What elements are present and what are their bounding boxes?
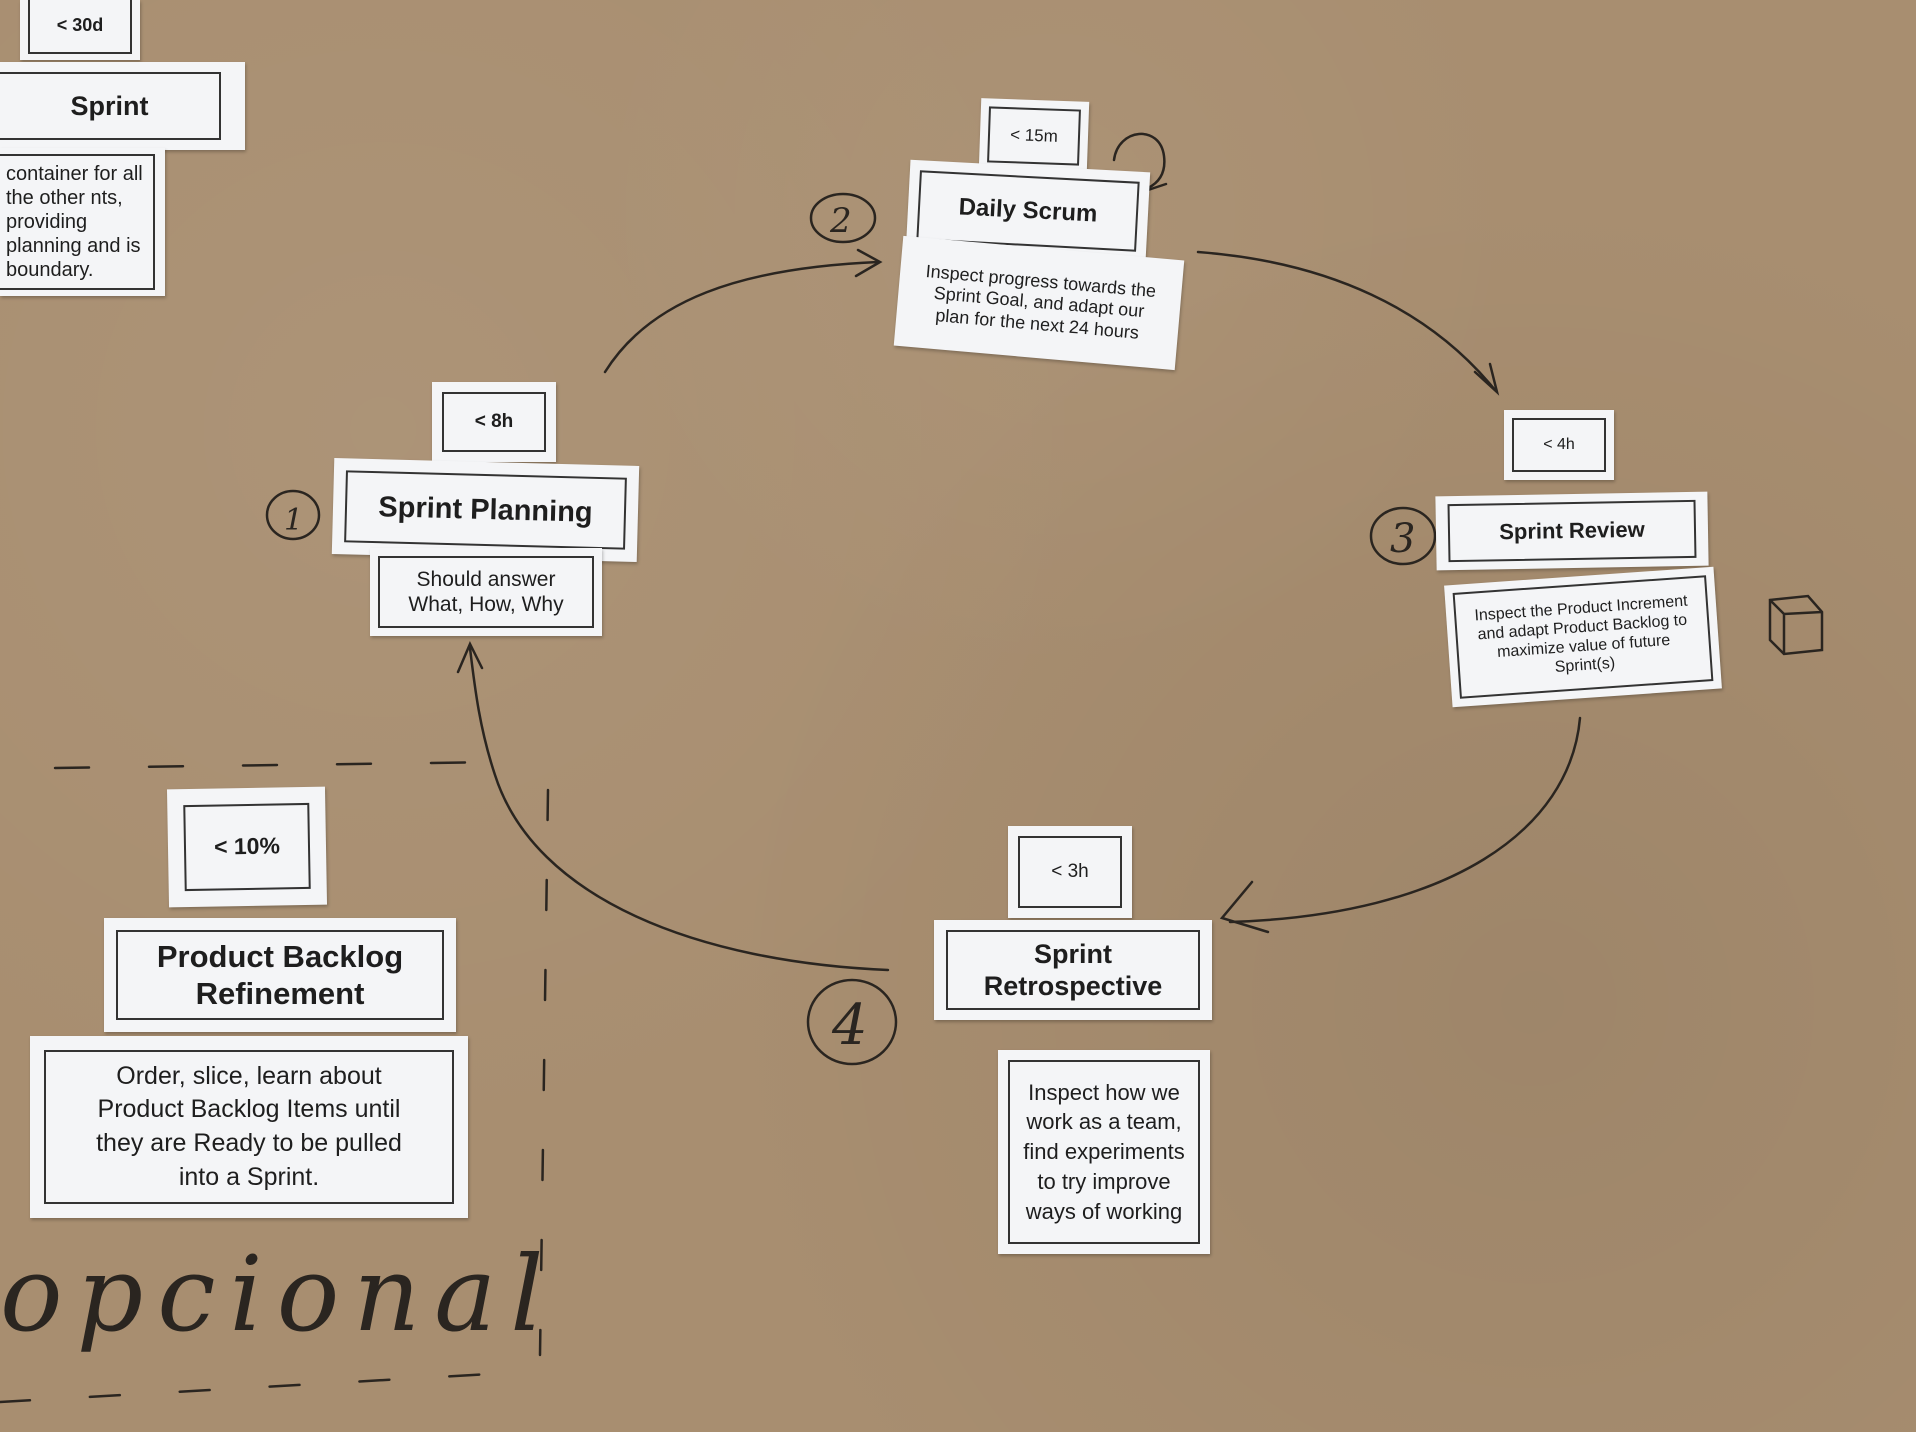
number-circle-2-icon: [809, 192, 877, 244]
arrowhead-review-icon: [1473, 362, 1500, 396]
arrow-daily-to-review: [1196, 250, 1497, 392]
number-circle-3-icon: [1369, 506, 1437, 566]
loop-arrow-icon: [1112, 132, 1166, 190]
dashed-boundary: [53, 760, 507, 770]
handwritten-number-4: 4: [831, 993, 868, 1058]
arrowhead-retro-icon: [1219, 880, 1270, 934]
sprint-retrospective-title-card: Sprint Retrospective: [934, 920, 1212, 1020]
sprint-retrospective-desc-card: Inspect how we work as a team, find expe…: [998, 1050, 1210, 1254]
backlog-refinement-time-label: < 10%: [183, 802, 311, 892]
sprint-review-title: Sprint Review: [1447, 499, 1697, 563]
arrowhead-daily-icon: [854, 248, 883, 278]
sprint-title-card: Sprint: [0, 62, 245, 150]
sprint-planning-desc-card: Should answer What, How, Why: [370, 548, 602, 636]
sprint-review-time-label: < 4h: [1512, 418, 1606, 472]
handwritten-number-3: 3: [1390, 516, 1415, 562]
backlog-refinement-time-card: < 10%: [166, 786, 328, 908]
sprint-title: Sprint: [0, 72, 221, 140]
sprint-desc-card: container for all the other nts, providi…: [0, 148, 165, 296]
sprint-retrospective-description: Inspect how we work as a team, find expe…: [1008, 1060, 1200, 1244]
sprint-retrospective-time-card: < 3h: [1008, 826, 1132, 918]
sprint-review-time-card: < 4h: [1504, 410, 1614, 480]
daily-scrum-time-card: < 15m: [978, 98, 1090, 174]
sprint-planning-description: Should answer What, How, Why: [378, 556, 594, 628]
sprint-review-desc-card: Inspect the Product Increment and adapt …: [1444, 566, 1722, 708]
sprint-planning-title-card: Sprint Planning: [331, 458, 640, 562]
sprint-description: container for all the other nts, providi…: [0, 154, 155, 290]
dashed-boundary-vertical: [538, 788, 550, 1357]
handwritten-number-1: 1: [284, 503, 303, 538]
sprint-review-description: Inspect the Product Increment and adapt …: [1452, 575, 1714, 699]
backlog-refinement-description: Order, slice, learn about Product Backlo…: [44, 1050, 454, 1204]
sprint-time-card: < 30d: [20, 0, 140, 60]
arrow-planning-to-daily: [603, 260, 880, 374]
sprint-planning-time-label: < 8h: [442, 392, 546, 452]
sprint-review-title-card: Sprint Review: [1435, 491, 1709, 571]
number-circle-4-icon: [806, 978, 898, 1066]
sprint-time-label: < 30d: [28, 0, 132, 54]
backlog-refinement-title-card: Product Backlog Refinement: [104, 918, 456, 1032]
increment-box-icon: [1768, 594, 1824, 656]
arrow-retro-to-planning: [468, 646, 890, 972]
arrowhead-planning-icon: [456, 641, 484, 674]
arrow-review-to-retro: [1228, 716, 1582, 924]
backlog-refinement-desc-card: Order, slice, learn about Product Backlo…: [30, 1036, 468, 1218]
sprint-planning-time-card: < 8h: [432, 382, 556, 462]
sprint-retrospective-title: Sprint Retrospective: [946, 930, 1200, 1010]
handwritten-opcional: opcional: [0, 1233, 558, 1355]
backlog-refinement-title: Product Backlog Refinement: [116, 930, 444, 1020]
sprint-retrospective-time-label: < 3h: [1018, 836, 1122, 908]
handwritten-number-2: 2: [829, 201, 852, 241]
daily-scrum-time-label: < 15m: [987, 106, 1081, 166]
sprint-planning-title: Sprint Planning: [344, 470, 627, 550]
dashed-boundary-bottom: [0, 1370, 527, 1404]
daily-scrum-description: Inspect progress towards the Sprint Goal…: [924, 260, 1157, 343]
number-circle-1-icon: [265, 489, 321, 541]
